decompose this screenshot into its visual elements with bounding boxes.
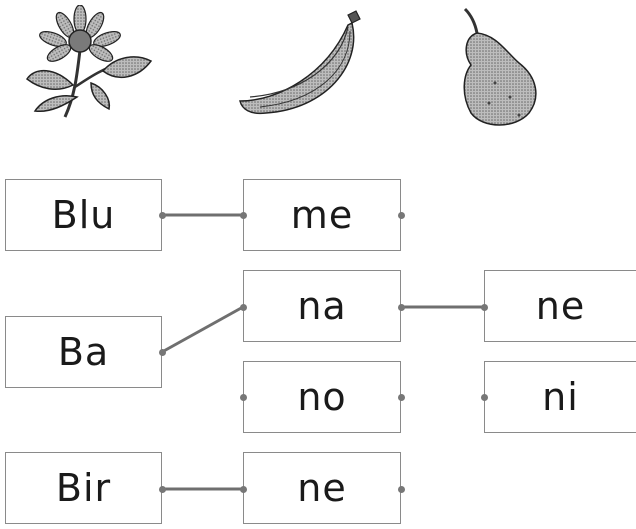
syllable-text: Bir (55, 466, 112, 510)
connector-dot[interactable] (158, 485, 166, 493)
syllable-text: Blu (51, 193, 116, 237)
link-ba-na (161, 305, 244, 354)
syllable-text: na (297, 284, 347, 328)
syllable-text: me (290, 193, 354, 237)
syllable-box-ne[interactable]: ne (243, 452, 401, 524)
connector-dot[interactable] (158, 211, 166, 219)
syllable-text: ne (535, 284, 586, 328)
syllable-box-ne-right[interactable]: ne (484, 270, 636, 342)
connector-dot[interactable] (397, 393, 405, 401)
syllable-text: ni (542, 375, 579, 419)
connector-dot[interactable] (239, 303, 247, 311)
banana-icon (230, 5, 370, 125)
syllable-box-blu[interactable]: Blu (5, 179, 162, 251)
connector-dot[interactable] (397, 303, 405, 311)
connector-dot[interactable] (158, 348, 166, 356)
syllable-text: ne (297, 466, 347, 510)
syllable-box-bir[interactable]: Bir (5, 452, 162, 524)
connector-dot[interactable] (397, 211, 405, 219)
connector-dot[interactable] (239, 393, 247, 401)
connector-dot[interactable] (239, 211, 247, 219)
syllable-box-no[interactable]: no (243, 361, 401, 433)
syllable-box-ba[interactable]: Ba (5, 316, 162, 388)
connector-dot[interactable] (480, 303, 488, 311)
syllable-box-ni-right[interactable]: ni (484, 361, 636, 433)
connector-dot[interactable] (480, 393, 488, 401)
syllable-text: no (297, 375, 347, 419)
connector-dot[interactable] (239, 485, 247, 493)
connector-dot[interactable] (397, 485, 405, 493)
syllable-box-na[interactable]: na (243, 270, 401, 342)
syllable-box-me[interactable]: me (243, 179, 401, 251)
pear-icon (455, 5, 545, 130)
syllable-text: Ba (57, 330, 110, 374)
flower-icon (5, 4, 155, 125)
